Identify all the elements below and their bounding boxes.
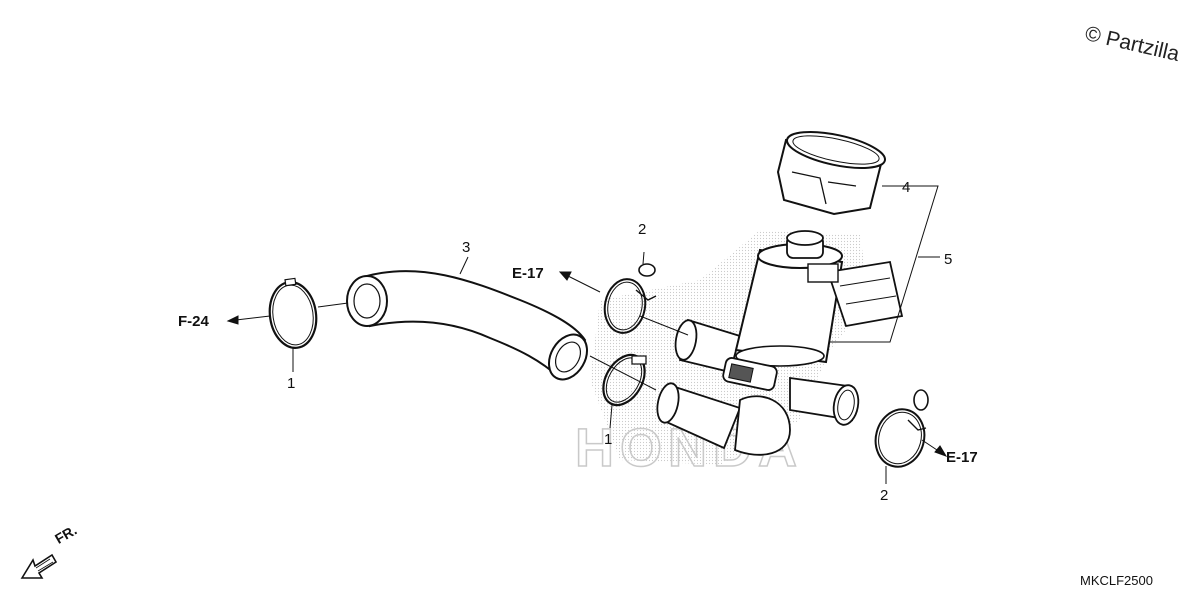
- front-arrow-icon: [20, 553, 58, 579]
- clip-right[interactable]: [869, 389, 930, 472]
- callout-numbers: 1 3 2 1 4 5 2: [287, 179, 952, 504]
- clamp-left[interactable]: [266, 277, 321, 351]
- ref-e17-top: E-17: [512, 265, 544, 282]
- callout-hose: 3: [462, 239, 470, 256]
- callout-cap: 4: [902, 179, 910, 196]
- reference-arrows: [226, 271, 948, 457]
- callout-clamp-mid: 1: [604, 431, 612, 448]
- hose[interactable]: [346, 270, 595, 386]
- leader-lines: [292, 185, 940, 484]
- ref-e17-bottom: E-17: [946, 449, 978, 466]
- callout-clip-right: 2: [880, 487, 888, 504]
- cap[interactable]: [776, 125, 888, 216]
- ref-f24: F-24: [178, 313, 210, 330]
- valve-assembly[interactable]: [654, 230, 904, 456]
- clip-top[interactable]: [601, 263, 657, 336]
- callout-valve-assy: 5: [944, 251, 952, 268]
- diagram-code: MKCLF2500: [1080, 573, 1153, 588]
- reference-labels: F-24 E-17 E-17: [178, 265, 978, 466]
- callout-clamp-left: 1: [287, 375, 295, 392]
- clamp-mid[interactable]: [595, 348, 653, 413]
- callout-clip-top: 2: [638, 221, 646, 238]
